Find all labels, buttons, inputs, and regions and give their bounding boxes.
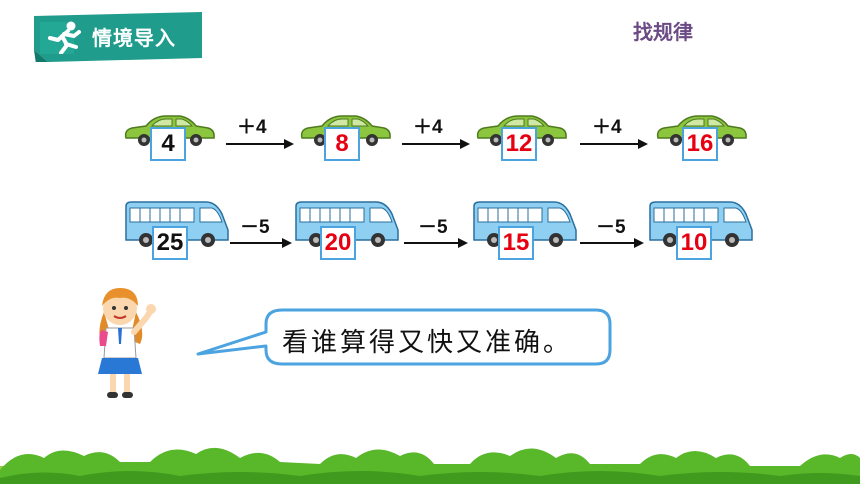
car-operation-label: ＋4	[237, 117, 267, 138]
arrow-icon	[230, 238, 292, 248]
car-operation-label: ＋4	[592, 117, 622, 138]
arrow-icon	[580, 238, 644, 248]
car-answer-box[interactable]: 12	[501, 127, 537, 161]
bus-answer-box[interactable]: 10	[676, 226, 712, 260]
bus-icon	[473, 201, 577, 247]
arrow-icon	[404, 238, 468, 248]
arrow-icon	[402, 139, 470, 149]
topic-label: 找规律	[633, 20, 693, 44]
bus-operation-label: －5	[596, 217, 626, 238]
car-number-box: 4	[150, 127, 186, 161]
grass-footer	[0, 447, 860, 484]
car-operation-label: ＋4	[413, 117, 443, 138]
section-title: 情境导入	[92, 26, 176, 50]
arrow-icon	[226, 139, 294, 149]
bus-operation-label: －5	[418, 217, 448, 238]
bus-answer-box[interactable]: 20	[320, 226, 356, 260]
car-answer-box[interactable]: 8	[324, 127, 360, 161]
bus-icon	[649, 201, 753, 247]
bus-icon	[125, 201, 229, 247]
runner-icon	[48, 21, 81, 54]
bus-answer-box[interactable]: 15	[498, 226, 534, 260]
arrow-icon	[580, 139, 648, 149]
speech-text: 看谁算得又快又准确。	[282, 328, 573, 358]
bus-operation-label: －5	[240, 217, 270, 238]
car-answer-box[interactable]: 16	[682, 127, 718, 161]
speech-bubble	[196, 308, 612, 366]
girl-illustration	[98, 288, 156, 398]
bus-number-box: 25	[152, 226, 188, 260]
